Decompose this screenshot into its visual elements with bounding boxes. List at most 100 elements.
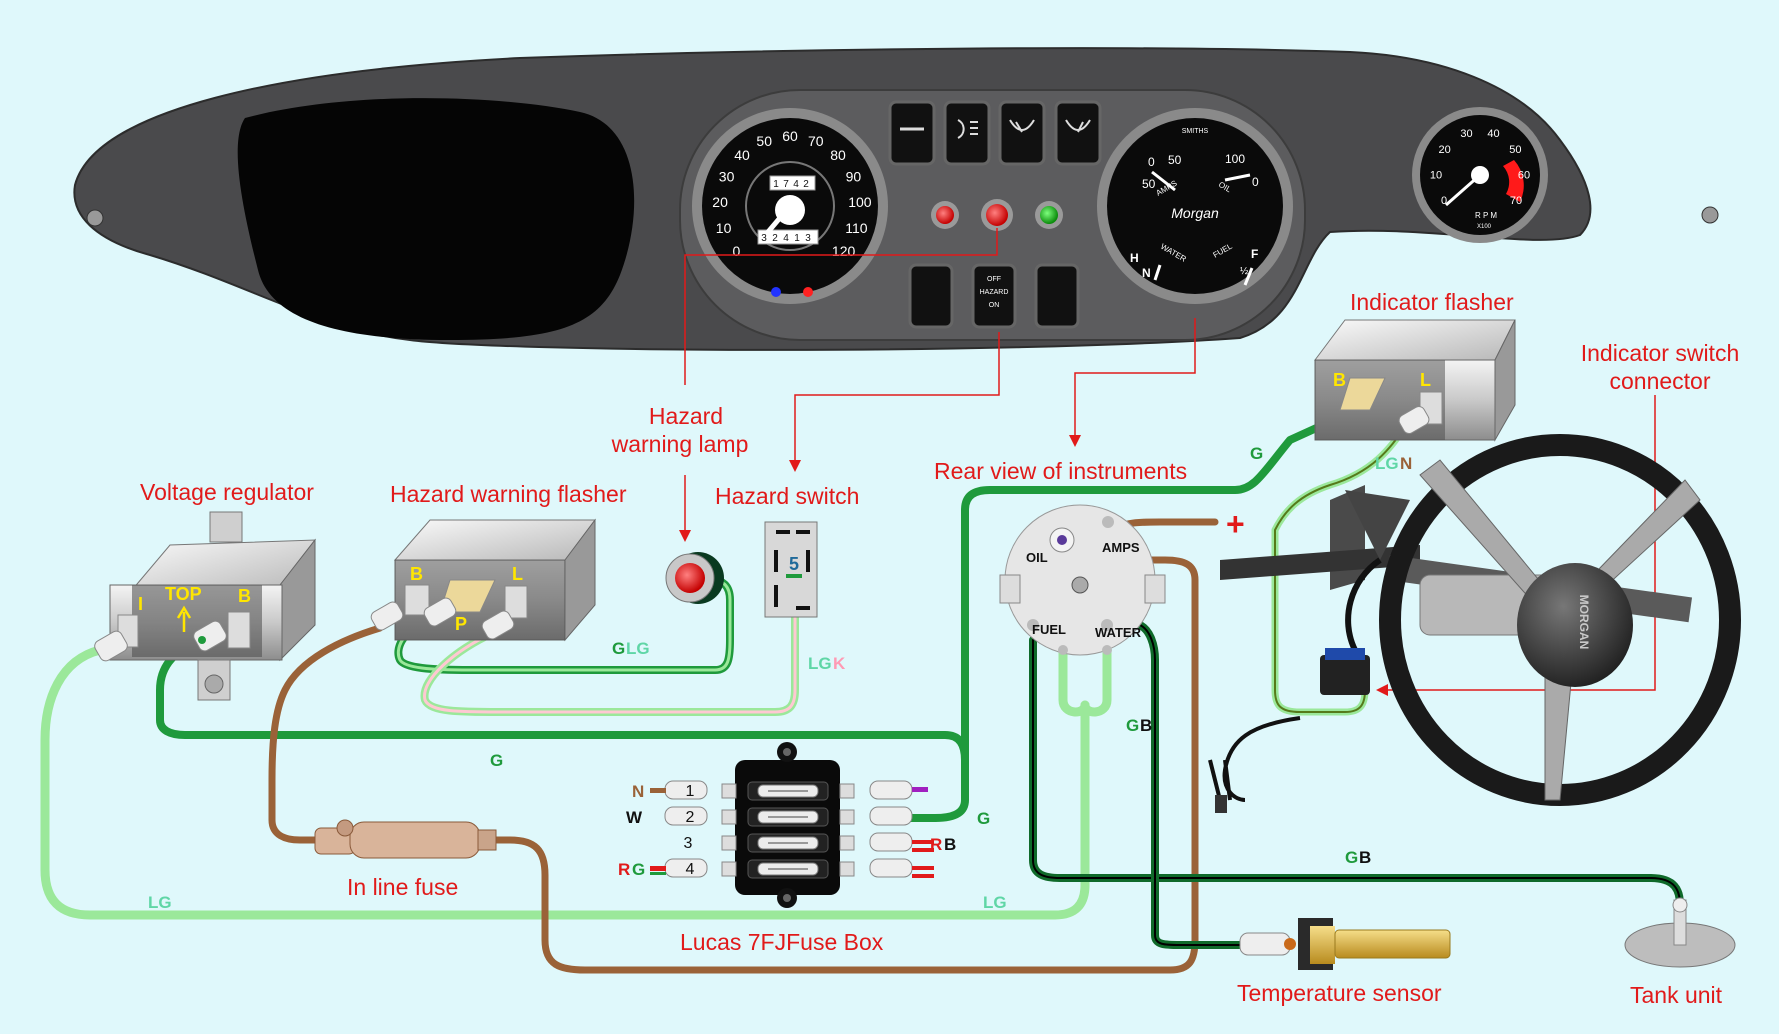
fuse-number: 2: [686, 809, 695, 826]
trip-digit: 3: [805, 233, 811, 244]
reg-pin-b: B: [238, 586, 251, 606]
svg-text:R: R: [930, 835, 942, 854]
svg-text:50: 50: [1142, 177, 1156, 191]
wire-lg-gauges: [1058, 645, 1112, 717]
wires: [40, 411, 1684, 974]
instrument-rear-view: OIL AMPS FUEL WATER +: [999, 504, 1245, 656]
hazard-lamp-label-1: Hazard: [649, 403, 723, 429]
indicator-flasher-label: Indicator flasher: [1350, 289, 1514, 315]
wire-label-lgn: LG N: [1375, 454, 1412, 473]
wire-label-lg-left: LG: [148, 893, 172, 912]
fuse-wire-w: W: [626, 808, 643, 827]
leader-lines: [679, 228, 1656, 696]
wire-label-glg: G LG: [612, 639, 650, 658]
wire-lg-loop: [40, 645, 1090, 920]
tach-tick: 30: [1460, 128, 1472, 140]
speedo-tick: 50: [756, 133, 772, 149]
wire-label-g-mid: G: [490, 751, 503, 770]
voltage-regulator: I TOP B: [94, 511, 317, 701]
steering-hub-logo: MORGAN: [1577, 595, 1591, 650]
hazard-button-on: ON: [989, 302, 1000, 309]
svg-text:X100: X100: [1477, 224, 1492, 230]
svg-text:R: R: [618, 860, 630, 879]
rocker-switch-1[interactable]: [888, 100, 936, 166]
svg-text:100: 100: [1225, 152, 1245, 166]
hazard-switch: 5: [764, 521, 818, 618]
wire-g-main: [156, 636, 969, 822]
steering-wheel: MORGAN: [1379, 434, 1741, 806]
rocker-switch-3[interactable]: [998, 100, 1046, 166]
hazard-flasher-label: Hazard warning flasher: [390, 481, 627, 507]
dash-screw-right: [1701, 206, 1719, 224]
hazard-button-label: HAZARD: [980, 289, 1009, 296]
svg-text:H: H: [1130, 251, 1139, 265]
tach-tick: 50: [1509, 144, 1521, 156]
svg-text:G: G: [632, 860, 645, 879]
trip-digit: 4: [783, 233, 789, 244]
rear-view-label: Rear view of instruments: [934, 458, 1187, 484]
svg-text:R P M: R P M: [1475, 211, 1497, 220]
fuse-wire-n: N: [632, 782, 644, 801]
washer-icon: [1065, 119, 1091, 133]
tach-tick: 0: [1441, 195, 1447, 207]
wire-colour-labels: G LG N G LG LG K G G B G B LG LG G: [148, 444, 1412, 912]
component-labels: Hazard warning lamp Hazard switch Rear v…: [140, 289, 1739, 1008]
fuse-row: 4: [664, 858, 913, 879]
trip-digit: 2: [772, 233, 778, 244]
fuse-box-label: Lucas 7FJFuse Box: [680, 929, 884, 955]
tank-unit-label: Tank unit: [1630, 982, 1723, 1008]
speedo-tick: 80: [830, 147, 846, 163]
fuse-row: 3: [684, 832, 913, 853]
wire-label-lgk: LG K: [808, 654, 846, 673]
svg-text:B: B: [1140, 716, 1152, 735]
rear-fuel-label: FUEL: [1032, 622, 1066, 637]
svg-text:LG: LG: [1375, 454, 1399, 473]
hazard-lamp-label-2: warning lamp: [611, 431, 749, 457]
trip-digit: 1: [794, 233, 800, 244]
tank-unit: [1624, 897, 1736, 968]
indicator-connector-label-2: connector: [1609, 368, 1710, 394]
rocker-switch-4[interactable]: [1054, 100, 1102, 166]
speedo-blue-lamp: [771, 287, 781, 297]
combination-gauge: SMITHS 50 0 50 100 0 AMPS OIL Morgan WAT…: [1097, 108, 1293, 304]
top-rocker-switches: [888, 100, 1102, 166]
lower-switch-right[interactable]: [1034, 263, 1080, 329]
fuse-wire-rb: R B: [930, 835, 956, 854]
lower-switch-left[interactable]: [908, 263, 954, 329]
wire-label-g-top: G: [1250, 444, 1263, 463]
wiper-icon: [1009, 119, 1035, 133]
svg-text:N: N: [1400, 454, 1412, 473]
svg-text:B: B: [944, 835, 956, 854]
speedo-tick: 90: [846, 168, 862, 184]
svg-text:G: G: [612, 639, 625, 658]
steering-assembly: MORGAN: [1208, 434, 1741, 813]
hazard-warning-flasher: B P L: [370, 518, 596, 642]
fuse-wire-rg: R G: [618, 860, 645, 879]
indicator-flasher: B L: [1314, 319, 1516, 442]
fog-light-icon: [957, 119, 978, 139]
indicator-switch-connector: [1320, 655, 1370, 695]
rocker-switch-2[interactable]: [943, 100, 991, 166]
svg-text:F: F: [1251, 247, 1258, 261]
speedo-tick: 10: [716, 220, 732, 236]
svg-text:0: 0: [1252, 175, 1259, 189]
speedo-tick: 70: [808, 133, 824, 149]
hazard-switch-button[interactable]: OFF HAZARD ON: [971, 263, 1017, 329]
tach-tick: 70: [1510, 195, 1522, 207]
fuse-row: 2: [664, 806, 913, 827]
wire-label-lg-right: LG: [983, 893, 1007, 912]
svg-text:0: 0: [1148, 155, 1155, 169]
reg-pin-top: TOP: [165, 584, 202, 604]
rear-oil-label: OIL: [1026, 550, 1048, 565]
tach-tick: 20: [1438, 144, 1450, 156]
indicator-connector-label-1: Indicator switch: [1581, 340, 1740, 366]
reg-pin-i: I: [138, 594, 143, 614]
wire-brown-loop: [486, 556, 1199, 974]
wire-label-g-fuse: G: [977, 809, 990, 828]
